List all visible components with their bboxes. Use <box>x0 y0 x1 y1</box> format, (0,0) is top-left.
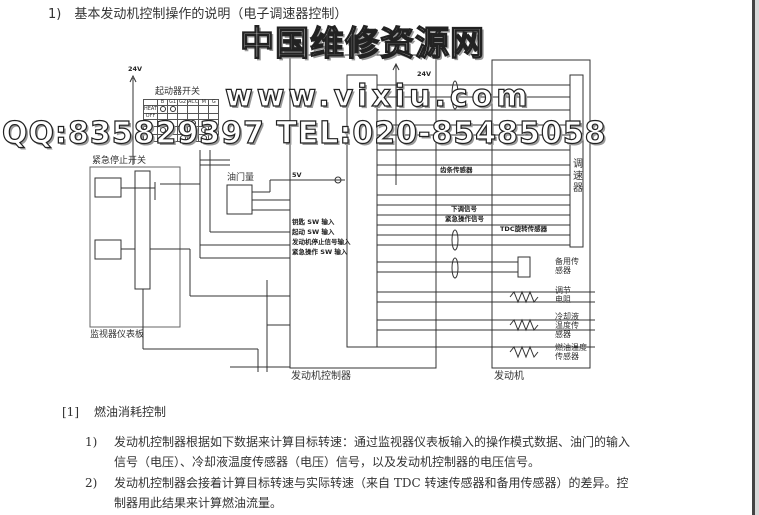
subsection-heading: 燃油消耗控制 <box>94 405 167 419</box>
contact-dot <box>200 127 207 133</box>
throttle-label: 油门量 <box>227 173 255 183</box>
watermark-contact: QQ:835829397 TEL:020-85485058 <box>1 116 607 151</box>
down-signal-label: 下调信号 <box>451 205 477 213</box>
starter-switch-label: 起动器开关 <box>155 87 201 97</box>
emergency-signal-label: 紧急操作信号 <box>445 215 484 223</box>
ecu-input-key: 钥匙 SW 输入 <box>292 218 335 226</box>
contact-dot <box>169 106 176 112</box>
contact-dot <box>159 134 166 141</box>
monitor-panel-label: 监视器仪表板 <box>90 330 145 340</box>
item-line: 发动机控制器会接着计算目标转速与实际转速（来自 TDC 转速传感器和备用传感器）… <box>114 476 629 490</box>
governor-label: 调速器 <box>570 158 582 194</box>
24v-label-left: 24V <box>128 65 143 73</box>
scrollbar-track[interactable] <box>755 0 759 515</box>
contact-dot <box>159 119 166 126</box>
col-label: G <box>208 99 220 106</box>
item-line: 制器用此结果来计算燃油流量。 <box>114 496 283 510</box>
subsection-number: [1] <box>62 405 79 419</box>
wiring-diagram <box>89 54 595 372</box>
engine-label: 发动机 <box>494 371 524 382</box>
5v-label: 5V <box>292 171 302 179</box>
contact-dot <box>200 134 207 141</box>
rack-sensor-label: 齿条传感器 <box>440 166 473 174</box>
item-number: 2) <box>85 476 98 490</box>
watermark-url: www.vixiu.com <box>224 79 532 114</box>
ecu-input-start: 起动 SW 输入 <box>292 228 335 236</box>
contact-dot <box>190 119 197 126</box>
item-line: 发动机控制器根据如下数据来计算目标转速：通过监视器仪表板输入的操作模式数据、油门… <box>114 435 631 449</box>
item-line: 信号（电压）、冷却液温度传感器（电压）信号，以及发动机控制器的电压信号。 <box>114 455 541 469</box>
contact-dot <box>179 127 186 133</box>
watermark-site: 中国维修资源网 <box>239 24 485 64</box>
contact-dot <box>159 106 166 112</box>
adjust-resistor-label: 调节电阻 <box>555 286 571 304</box>
row-label: HEAT <box>142 105 159 114</box>
item-number: 1) <box>85 435 98 449</box>
ecu-label: 发动机控制器 <box>291 371 351 382</box>
fuel-temp-sensor-label: 燃油温度传感器 <box>555 343 587 361</box>
col-label: ACC <box>187 99 200 106</box>
24v-label-right: 24V <box>417 70 432 78</box>
ecu-input-stop: 发动机停止信号输入 <box>292 238 351 246</box>
section-title: 1) 基本发动机控制操作的说明（电子调速器控制） <box>48 7 348 22</box>
emergency-stop-label: 紧急停止开关 <box>92 156 147 166</box>
contact-dot <box>159 127 166 133</box>
page-edge <box>752 0 755 515</box>
contact-dot <box>179 134 186 141</box>
col-label: G2 <box>177 99 189 106</box>
row-label: OFF <box>142 112 159 120</box>
tdc-sensor-label: TDC旋转传感器 <box>500 225 548 233</box>
ecu-input-emergency: 紧急操作 SW 输入 <box>292 248 348 256</box>
coolant-sensor-label: 冷却液温度传感器 <box>555 312 579 339</box>
backup-sensor-label: 备用传感器 <box>555 257 579 275</box>
col-label: G1 <box>167 99 179 106</box>
